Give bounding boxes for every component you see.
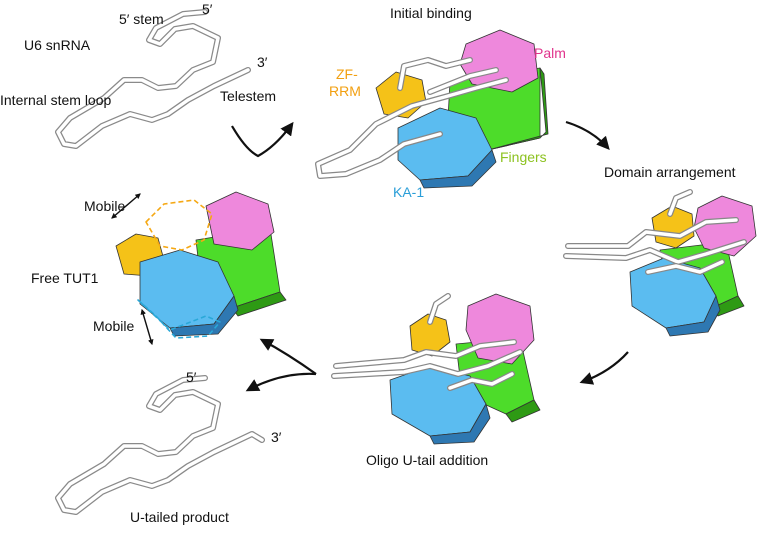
mobile-label-top: Mobile xyxy=(84,198,126,214)
three-prime-label: 3′ xyxy=(257,54,268,70)
domain-arrangement-complex xyxy=(563,189,757,337)
telestem-label: Telestem xyxy=(220,88,277,104)
five-prime-label: 5′ xyxy=(202,1,213,17)
palm-domain xyxy=(205,191,275,251)
domain-arrangement-label: Domain arrangement xyxy=(604,164,736,180)
zf-rrm-label-line1: ZF- xyxy=(336,66,358,82)
u6-snrna-label: U6 snRNA xyxy=(24,37,91,53)
fingers-domain-shade xyxy=(505,399,541,423)
free-tut1-label: Free TUT1 xyxy=(31,270,99,286)
u-tailed-product-structure xyxy=(55,375,265,515)
arrow-to-product xyxy=(245,372,317,392)
oligo-u-tail-complex xyxy=(331,293,541,445)
telestem-flow-arrow xyxy=(231,121,294,158)
ka1-domain-shade xyxy=(429,403,491,445)
arrows xyxy=(111,120,629,392)
mobile-arrow-top xyxy=(111,193,141,219)
ka1-domain-shade xyxy=(665,295,721,337)
zf-rrm-domain xyxy=(409,313,451,357)
arrow-to-domain-arrangement xyxy=(565,120,610,150)
palm-label: Palm xyxy=(534,45,566,61)
ka1-label: KA-1 xyxy=(393,184,425,200)
oligo-u-tail-label: Oligo U-tail addition xyxy=(366,452,489,468)
product-three-prime-label: 3′ xyxy=(271,429,282,445)
mobile-label-bottom: Mobile xyxy=(93,318,135,334)
internal-stem-loop-label: Internal stem loop xyxy=(0,92,112,108)
fingers-label: Fingers xyxy=(500,149,547,165)
fingers-domain-shade xyxy=(231,291,287,317)
arrow-to-u-tail-addition xyxy=(579,351,629,385)
zf-rrm-mobile-outline xyxy=(145,199,213,251)
free-tut1-protein xyxy=(115,191,287,339)
initial-binding-complex xyxy=(315,29,549,189)
ka1-domain-shade xyxy=(419,149,497,189)
initial-binding-label: Initial binding xyxy=(390,5,472,21)
mobile-arrow-bottom xyxy=(140,308,154,346)
zf-rrm-label-line2: RRM xyxy=(329,83,361,99)
u-tailed-product-label: U-tailed product xyxy=(130,509,229,525)
product-five-prime-label: 5′ xyxy=(186,369,197,385)
fingers-domain-shade xyxy=(487,67,549,151)
u6-snrna-structure xyxy=(55,9,251,149)
five-prime-stem-label: 5′ stem xyxy=(119,11,164,27)
arrow-to-free-tut1 xyxy=(259,338,317,375)
